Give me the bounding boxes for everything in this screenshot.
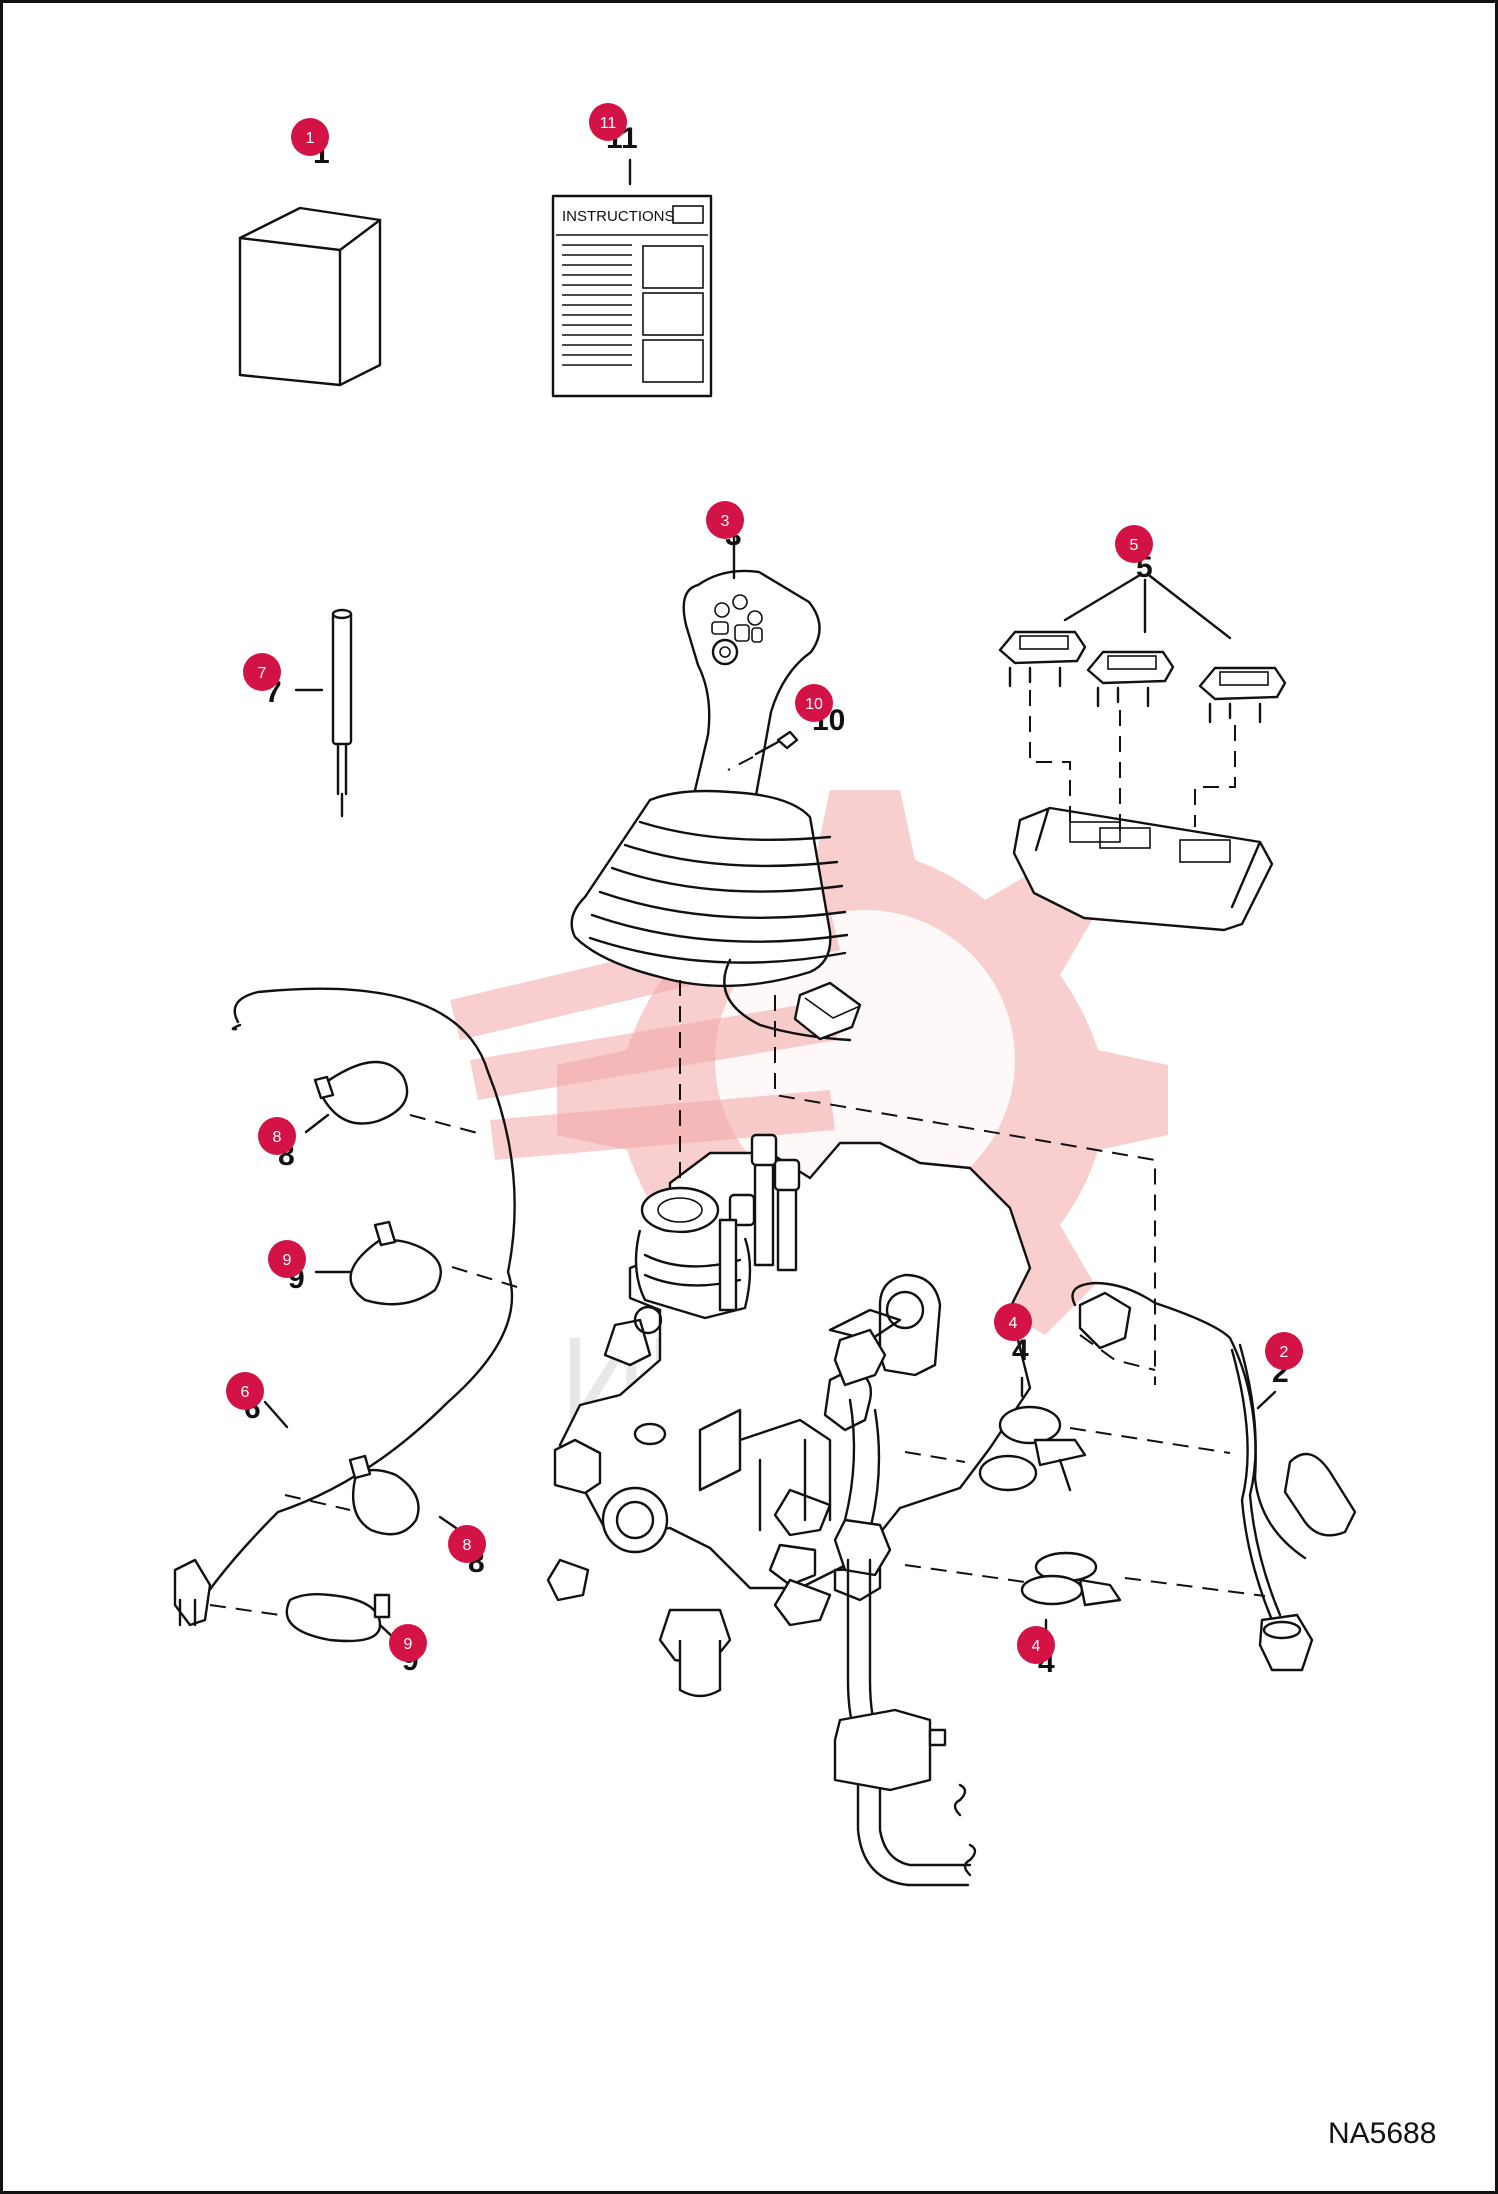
harness-connector-line bbox=[1079, 1334, 1156, 1371]
callout-1[interactable]: 1 bbox=[291, 118, 329, 156]
tie-8b-line bbox=[284, 1494, 351, 1511]
callout-9-upper[interactable]: 9 bbox=[268, 1240, 306, 1278]
svg-text:3: 3 bbox=[721, 513, 730, 530]
svg-text:2: 2 bbox=[1280, 1344, 1289, 1361]
leader-6 bbox=[263, 1400, 289, 1429]
part-5-switch-plug-center bbox=[1086, 650, 1175, 708]
clamp-upper-left-line bbox=[904, 1451, 966, 1463]
connector-routing-line bbox=[774, 995, 1156, 1385]
switch-panel bbox=[1012, 806, 1274, 932]
svg-text:8: 8 bbox=[463, 1537, 472, 1554]
part-7-pin-tool bbox=[331, 608, 353, 818]
part-1-kit-box bbox=[238, 206, 382, 387]
svg-text:10: 10 bbox=[805, 696, 823, 713]
tie-9a-line bbox=[451, 1266, 518, 1288]
joystick-connector bbox=[793, 981, 862, 1041]
svg-text:7: 7 bbox=[258, 665, 267, 682]
part-5-switch-plug-left bbox=[998, 630, 1087, 688]
leader-10 bbox=[727, 756, 754, 771]
callout-8-lower[interactable]: 8 bbox=[448, 1525, 486, 1563]
svg-text:9: 9 bbox=[404, 1636, 413, 1653]
callout-6[interactable]: 6 bbox=[226, 1372, 264, 1410]
leader-5 bbox=[1063, 573, 1232, 640]
part-number-4a: 4 bbox=[1012, 1334, 1029, 1367]
svg-text:4: 4 bbox=[1009, 1315, 1018, 1332]
part-8-cable-tie-lower bbox=[348, 1454, 420, 1536]
callout-4-upper[interactable]: 4 bbox=[994, 1303, 1032, 1341]
tie-8a-line bbox=[409, 1114, 486, 1136]
clamp-upper-line bbox=[1069, 1427, 1231, 1454]
callout-7[interactable]: 7 bbox=[243, 653, 281, 691]
part-8-cable-tie-upper bbox=[313, 1060, 409, 1125]
callout-8-upper[interactable]: 8 bbox=[258, 1117, 296, 1155]
drawing-reference: NA5688 bbox=[1328, 2117, 1436, 2150]
callout-3[interactable]: 3 bbox=[706, 501, 744, 539]
part-4-clamp-lower bbox=[1020, 1551, 1122, 1607]
part-2-harness-adapter bbox=[1071, 1281, 1357, 1672]
part-6-wire-harness bbox=[173, 987, 516, 1627]
part-3-joystick-boot bbox=[570, 789, 852, 1042]
part-9-cable-tie-upper bbox=[349, 1220, 442, 1306]
hydraulic-tubes bbox=[823, 1328, 977, 1887]
leader-8a bbox=[304, 1113, 330, 1134]
control-valve-assembly bbox=[546, 1133, 1032, 1698]
plug-alignment-lines bbox=[1029, 690, 1236, 830]
tie-9b-line bbox=[209, 1604, 281, 1616]
leader-2 bbox=[1256, 1390, 1277, 1410]
part-9-cable-tie-lower bbox=[285, 1592, 391, 1643]
svg-text:4: 4 bbox=[1032, 1638, 1041, 1655]
callout-4-lower[interactable]: 4 bbox=[1017, 1626, 1055, 1664]
callout-5[interactable]: 5 bbox=[1115, 525, 1153, 563]
svg-text:8: 8 bbox=[273, 1129, 282, 1146]
leader-8b bbox=[438, 1515, 458, 1530]
svg-text:5: 5 bbox=[1130, 537, 1139, 554]
part-11-instruction-sheet: INSTRUCTIONS bbox=[551, 194, 713, 398]
svg-text:1: 1 bbox=[306, 130, 315, 147]
part-5-switch-plug-right bbox=[1198, 666, 1287, 724]
callout-2[interactable]: 2 bbox=[1265, 1332, 1303, 1370]
callout-9-lower[interactable]: 9 bbox=[389, 1624, 427, 1662]
clamp-lower-left-line bbox=[904, 1564, 1026, 1583]
part-4-clamp-upper bbox=[978, 1405, 1087, 1492]
callout-11[interactable]: 11 bbox=[589, 103, 627, 141]
svg-text:6: 6 bbox=[241, 1384, 250, 1401]
callout-10[interactable]: 10 bbox=[795, 684, 833, 722]
part-10-screw bbox=[754, 730, 799, 756]
clamp-lower-right-line bbox=[1124, 1577, 1266, 1597]
svg-text:9: 9 bbox=[283, 1252, 292, 1269]
instructions-label: INSTRUCTIONS bbox=[562, 208, 675, 225]
svg-text:11: 11 bbox=[600, 115, 617, 132]
